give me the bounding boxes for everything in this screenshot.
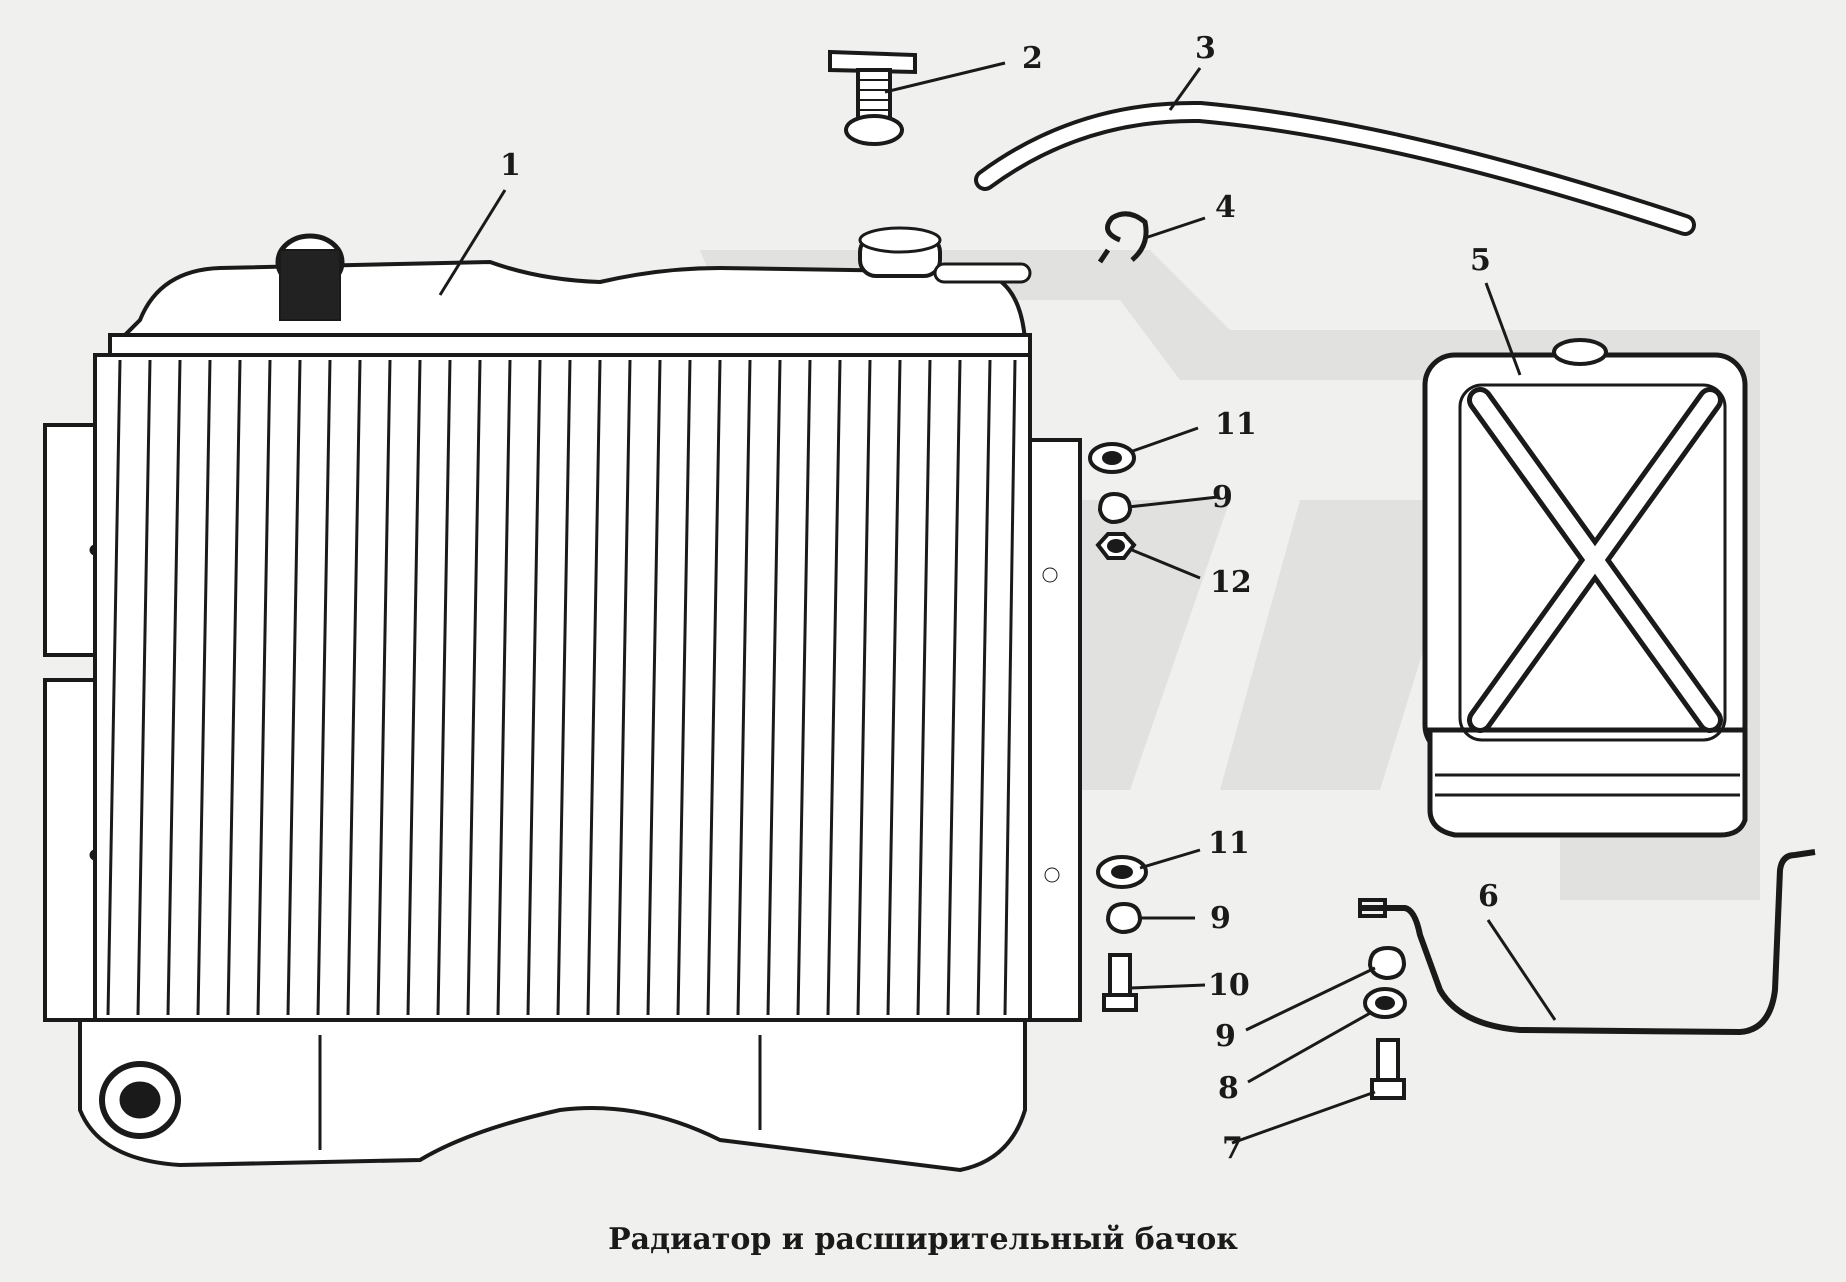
leader-lines	[438, 61, 1557, 1145]
radiator-core-tubes	[106, 359, 1017, 1016]
callout-5: 5	[1470, 243, 1491, 278]
radiator	[43, 226, 1082, 1173]
callout-7: 7	[1222, 1131, 1243, 1166]
callout-4: 4	[1215, 190, 1236, 225]
callout-11-bottom: 11	[1208, 826, 1250, 861]
callout-9-middle: 9	[1210, 901, 1231, 936]
callout-labels: 1 2 3 4 5 6 7 8 9 9 9 10 11 11 12	[500, 31, 1499, 1166]
callout-12: 12	[1210, 565, 1252, 600]
fasteners	[1088, 442, 1407, 1100]
expansion-tank	[1422, 338, 1748, 838]
tank-bracket	[1358, 849, 1816, 1036]
callout-3: 3	[1195, 31, 1216, 66]
callout-10: 10	[1208, 968, 1250, 1003]
callout-9-top: 9	[1212, 480, 1233, 515]
hose-clamp	[1097, 211, 1149, 264]
figure-caption: Радиатор и расширительный бачок	[608, 1222, 1238, 1257]
callout-9-right: 9	[1215, 1019, 1236, 1054]
callout-1: 1	[500, 148, 521, 183]
radiator-cap	[828, 49, 917, 146]
callout-2: 2	[1022, 41, 1043, 76]
callout-6: 6	[1478, 879, 1499, 914]
callout-11-top: 11	[1215, 407, 1257, 442]
callout-8: 8	[1218, 1071, 1239, 1106]
overflow-hose	[974, 100, 1696, 236]
